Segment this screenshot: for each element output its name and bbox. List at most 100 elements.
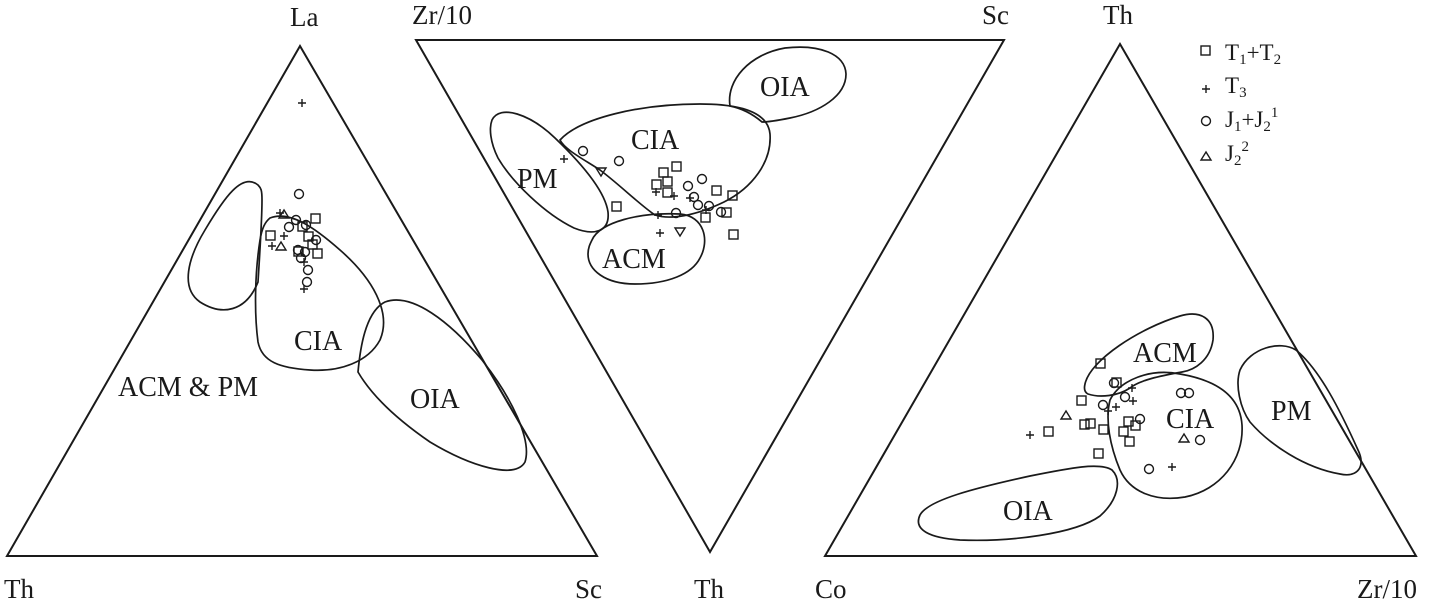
marker-square xyxy=(1085,418,1096,429)
marker-circle xyxy=(613,155,625,167)
ternary-frame xyxy=(823,41,1418,557)
marker-square xyxy=(312,248,323,259)
marker-circle xyxy=(302,264,314,276)
marker-square xyxy=(1111,377,1122,388)
marker-triangle xyxy=(673,227,687,238)
marker-circle xyxy=(1194,434,1206,446)
legend-label: J1+J21 xyxy=(1225,105,1278,135)
field-label-oia: OIA xyxy=(410,384,461,415)
marker-square xyxy=(1043,426,1054,437)
marker-plus xyxy=(670,192,678,200)
vertex-label-left: Co xyxy=(815,574,847,601)
marker-plus xyxy=(1168,463,1176,471)
marker-plus xyxy=(1128,384,1136,392)
marker-circle xyxy=(290,214,302,226)
marker-circle xyxy=(293,188,305,200)
marker-square xyxy=(662,176,673,187)
marker-circle xyxy=(1175,387,1187,399)
marker-square xyxy=(700,212,711,223)
field-label-cia: CIA xyxy=(631,125,680,156)
ternary-frame xyxy=(414,39,1006,555)
vertex-label-top: Th xyxy=(1103,0,1133,30)
marker-square xyxy=(1093,448,1104,459)
marker-plus xyxy=(1129,397,1137,405)
marker-circle xyxy=(1183,387,1195,399)
legend-item-t3: T3 xyxy=(1202,73,1247,101)
legend-label: T1+T2 xyxy=(1225,40,1281,68)
marker-square xyxy=(658,167,669,178)
sample-markers xyxy=(1026,358,1206,475)
marker-circle xyxy=(301,276,313,288)
field-boundary-cia xyxy=(254,215,385,372)
legend-square-marker xyxy=(1200,45,1211,56)
marker-plus xyxy=(686,194,694,202)
marker-triangle xyxy=(1177,432,1191,443)
marker-square xyxy=(671,161,682,172)
marker-triangle xyxy=(594,167,608,178)
marker-circle xyxy=(1108,377,1120,389)
field-boundary-oia xyxy=(357,299,528,471)
marker-circle xyxy=(300,219,312,231)
ternary-frame xyxy=(5,44,599,557)
marker-square xyxy=(662,187,673,198)
field-boundary-pm xyxy=(1237,345,1362,476)
marker-plus xyxy=(1104,407,1112,415)
marker-square xyxy=(721,207,732,218)
marker-circle xyxy=(715,206,727,218)
marker-plus xyxy=(652,188,660,196)
sample-markers xyxy=(560,145,739,240)
diagram-zr-sc-th: Zr/10 Sc Th OIA CIA PM ACM xyxy=(412,0,1009,601)
marker-circle xyxy=(682,180,694,192)
marker-circle xyxy=(692,199,704,211)
marker-circle xyxy=(670,207,682,219)
diagram-la-th-sc: La Th Sc ACM & PM CIA OIA xyxy=(4,2,602,601)
marker-plus xyxy=(300,258,308,266)
marker-circle xyxy=(1143,463,1155,475)
marker-circle xyxy=(577,145,589,157)
field-boundary-cia xyxy=(1107,371,1243,500)
field-boundary-acm-pm xyxy=(187,180,263,311)
marker-plus xyxy=(1026,431,1034,439)
vertex-label-right: Zr/10 xyxy=(1357,574,1417,601)
marker-square xyxy=(1095,358,1106,369)
vertex-label-right: Sc xyxy=(575,574,602,601)
field-label-acm: ACM xyxy=(602,244,666,275)
vertex-label-top-right: Sc xyxy=(982,0,1009,30)
marker-square xyxy=(265,230,276,241)
field-boundary-oia xyxy=(917,465,1119,542)
field-boundary-oia xyxy=(728,46,847,123)
marker-plus xyxy=(280,232,288,240)
marker-square xyxy=(728,229,739,240)
marker-circle xyxy=(1119,391,1131,403)
marker-plus xyxy=(268,242,276,250)
legend-plus-marker xyxy=(1202,85,1210,93)
marker-square xyxy=(727,190,738,201)
vertex-label-top-left: Zr/10 xyxy=(412,0,472,30)
vertex-label-left: Th xyxy=(4,574,34,601)
marker-square xyxy=(1130,420,1141,431)
marker-plus xyxy=(300,285,308,293)
field-boundary-acm xyxy=(1083,313,1214,397)
field-label-pm: PM xyxy=(1271,396,1312,427)
diagram-th-co-zr: Th Co Zr/10 ACM CIA PM OIA xyxy=(815,0,1418,601)
field-label-cia: CIA xyxy=(1166,404,1215,435)
marker-triangle xyxy=(274,240,288,251)
marker-square xyxy=(293,246,304,257)
marker-square xyxy=(1124,436,1135,447)
field-label-oia: OIA xyxy=(760,72,811,103)
legend-label: J22 xyxy=(1225,139,1249,169)
field-boundary-acm xyxy=(587,212,706,285)
marker-circle xyxy=(1097,399,1109,411)
marker-plus xyxy=(298,99,306,107)
legend-circle-marker xyxy=(1200,115,1212,127)
sample-markers xyxy=(265,99,323,293)
marker-square xyxy=(297,221,308,232)
marker-circle xyxy=(696,173,708,185)
field-boundary-cia xyxy=(558,103,771,218)
marker-plus xyxy=(656,229,664,237)
field-label-cia: CIA xyxy=(294,326,343,357)
marker-square xyxy=(1118,426,1129,437)
legend-item-j1-j2-1: J1+J21 xyxy=(1200,105,1278,135)
marker-triangle xyxy=(277,208,291,219)
